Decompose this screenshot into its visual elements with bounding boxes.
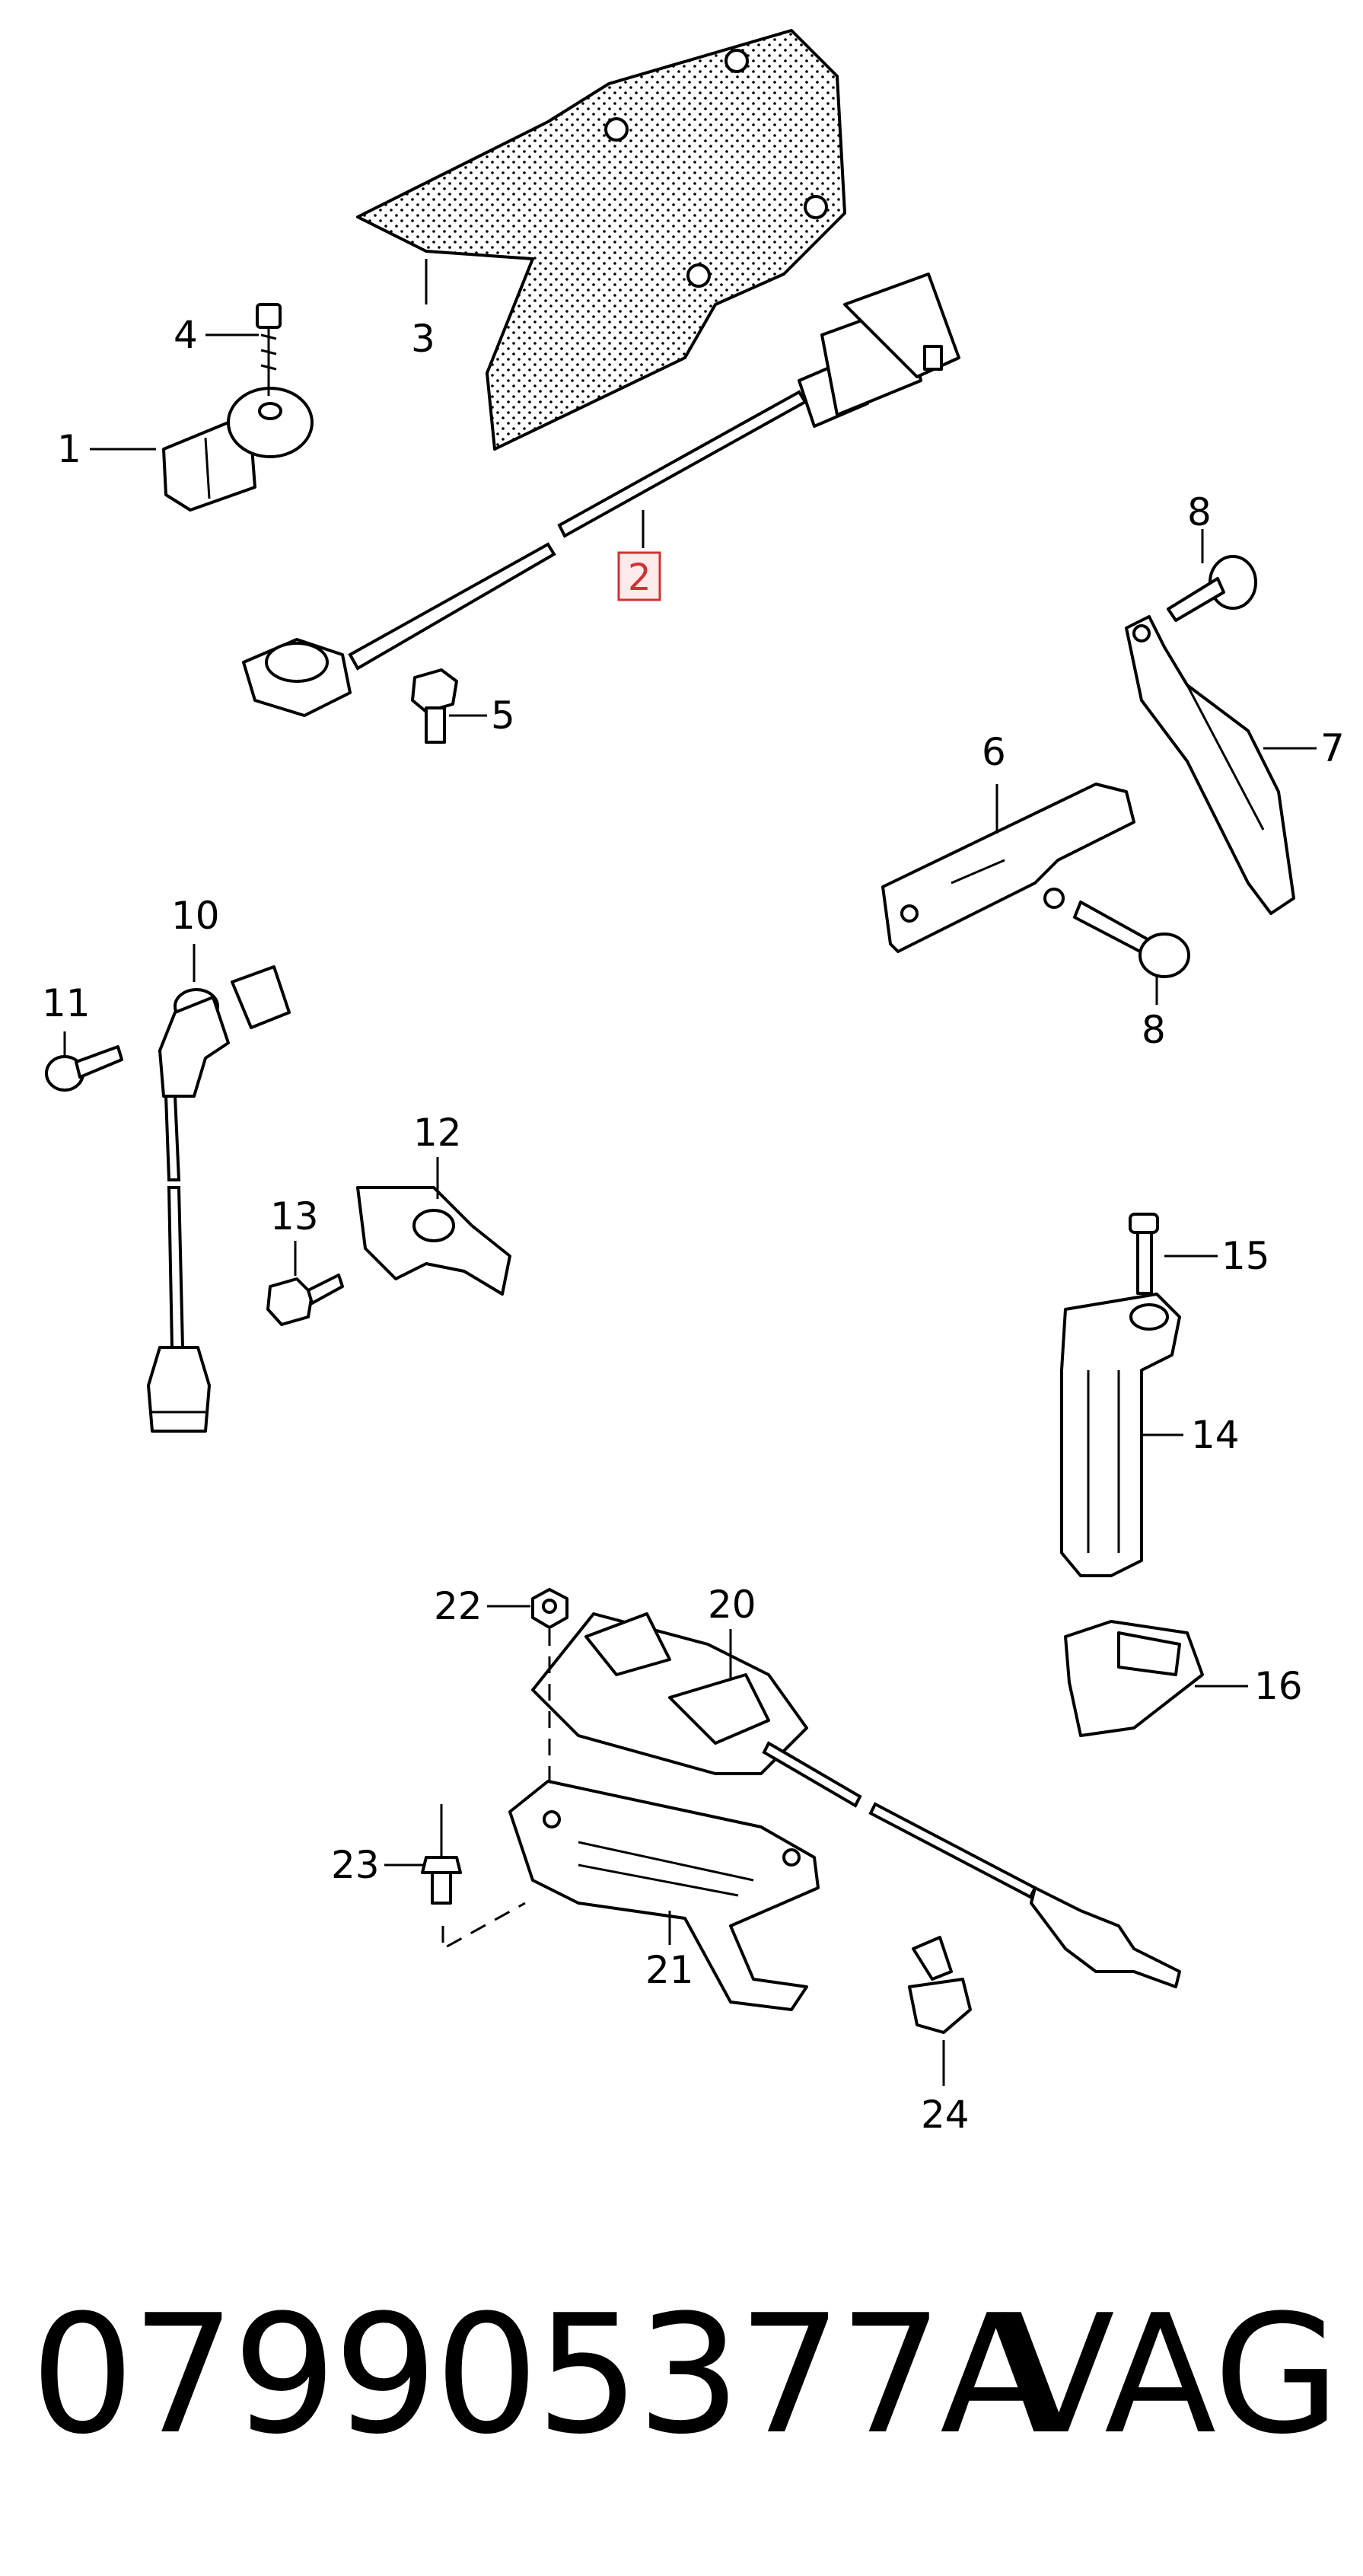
callout-13: 13 bbox=[270, 1194, 319, 1239]
bracket-part-6 bbox=[881, 783, 1135, 953]
speed-sensor-part-10 bbox=[147, 965, 291, 1433]
connector-housing-part-16 bbox=[1064, 1620, 1204, 1737]
footer: 079905377A VAG bbox=[0, 2276, 1363, 2474]
bracket-part-7 bbox=[1125, 615, 1295, 915]
callout-21: 21 bbox=[645, 1948, 694, 1992]
heat-shield-part bbox=[356, 29, 846, 451]
callout-16: 16 bbox=[1254, 1664, 1303, 1708]
callout-10: 10 bbox=[171, 894, 220, 938]
callout-4: 4 bbox=[174, 313, 198, 357]
sensor-control-unit-part-20 bbox=[531, 1612, 1181, 1988]
callout-2: 2 bbox=[628, 556, 651, 599]
clip-part-24 bbox=[908, 1936, 972, 2034]
callout-20: 20 bbox=[708, 1583, 756, 1627]
callout-23: 23 bbox=[331, 1843, 380, 1887]
callout-3: 3 bbox=[411, 317, 435, 361]
callout-11: 11 bbox=[42, 981, 91, 1025]
screw-part-8-lower bbox=[1073, 901, 1190, 978]
hall-sensor-part-14 bbox=[1060, 1293, 1181, 1577]
brand-name: VAG bbox=[1002, 2279, 1340, 2470]
callout-labels: 1 2 3 4 5 6 7 8 8 10 11 12 13 14 15 16 2… bbox=[42, 313, 1345, 2137]
bolt-part-4 bbox=[256, 303, 282, 396]
callout-2-box bbox=[617, 551, 661, 601]
knock-sensor-cable-part bbox=[242, 273, 960, 717]
callout-6: 6 bbox=[982, 730, 1006, 774]
callout-14: 14 bbox=[1191, 1413, 1240, 1457]
callout-15: 15 bbox=[1221, 1234, 1270, 1278]
knock-sensor-part bbox=[162, 387, 314, 512]
bolt-part-13 bbox=[266, 1274, 344, 1326]
screw-part-8-upper bbox=[1167, 555, 1257, 622]
callout-8-upper: 8 bbox=[1187, 490, 1212, 534]
part-number: 079905377A bbox=[30, 2279, 1052, 2470]
callout-7: 7 bbox=[1320, 726, 1345, 770]
callout-8-lower: 8 bbox=[1142, 1008, 1166, 1052]
clip-bracket-part-12 bbox=[356, 1186, 511, 1296]
callout-5: 5 bbox=[491, 693, 515, 738]
screw-part-15 bbox=[1129, 1213, 1159, 1295]
callout-24: 24 bbox=[921, 2093, 970, 2137]
rivet-part-23 bbox=[421, 1804, 462, 1905]
callout-22: 22 bbox=[434, 1584, 482, 1628]
leader-lines bbox=[63, 259, 1317, 2086]
mounting-bracket-part-21 bbox=[508, 1780, 820, 2011]
callout-1: 1 bbox=[57, 427, 81, 471]
hex-bolt-part-5 bbox=[411, 668, 458, 744]
callout-12: 12 bbox=[413, 1111, 462, 1155]
screw-part-11 bbox=[45, 1045, 123, 1092]
nut-part-22 bbox=[531, 1588, 568, 1629]
